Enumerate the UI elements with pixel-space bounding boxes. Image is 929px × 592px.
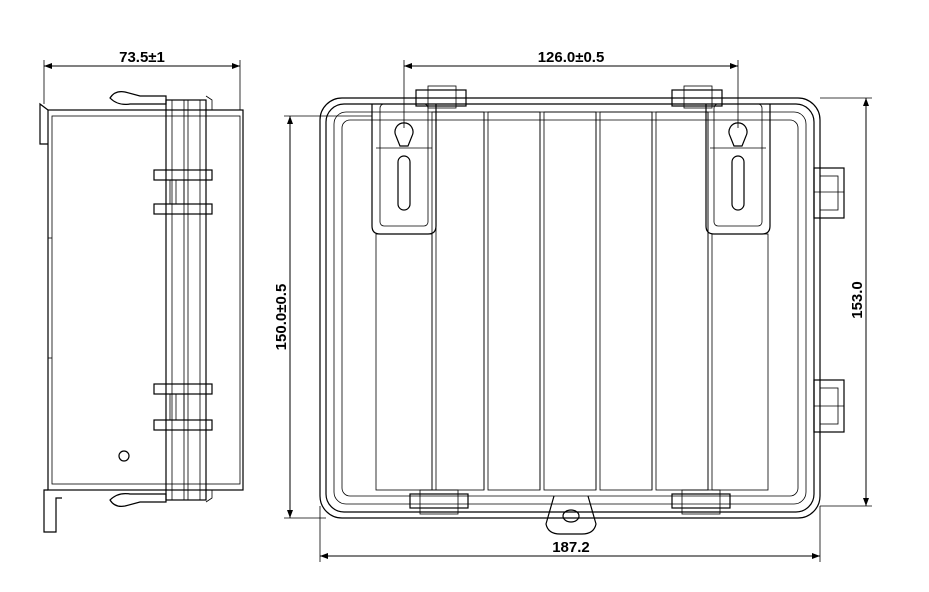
ribs <box>375 111 769 491</box>
slot-spacing-label: 126.0±0.5 <box>538 49 605 66</box>
side-depth-label: 73.5±1 <box>119 49 165 66</box>
bottom-tab <box>545 495 597 535</box>
bottom-hinges <box>409 489 731 515</box>
front-height-label: 150.0±0.5 <box>273 284 290 351</box>
front-view <box>284 60 872 562</box>
top-hinges <box>415 85 723 109</box>
side-view <box>39 60 244 533</box>
overall-width-label: 187.2 <box>552 539 590 556</box>
overall-height-label: 153.0 <box>849 281 866 319</box>
side-latches <box>813 167 845 433</box>
